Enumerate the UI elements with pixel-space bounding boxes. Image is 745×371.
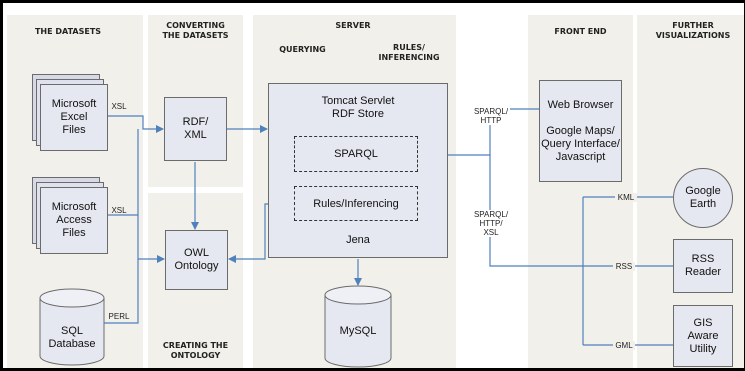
header-rules: RULES/ INFERENCING — [378, 43, 440, 62]
mysql-database-icon — [324, 285, 392, 368]
header-server: SERVER — [335, 21, 371, 30]
edge-label-kml: KML — [615, 193, 637, 202]
node-rules-inferencing: Rules/Inferencing — [294, 186, 418, 221]
node-tomcat-label: Tomcat Servlet RDF Store — [321, 95, 395, 120]
edge-access-to-owl — [137, 215, 165, 263]
node-jena-label: Jena — [346, 234, 370, 246]
edge-label-xsl-excel: XSL — [111, 102, 127, 111]
panel-front-end — [528, 15, 633, 368]
edge-visualizations-bus — [489, 155, 583, 267]
node-rss-reader: RSS Reader — [673, 239, 733, 293]
header-datasets: THE DATASETS — [34, 27, 102, 36]
edge-label-xsl-access: XSL — [111, 206, 127, 215]
node-sql-database: SQL Database — [48, 325, 96, 350]
sql-database-icon — [39, 288, 105, 366]
node-rdf-xml: RDF/ XML — [164, 97, 227, 161]
header-querying: QUERYING — [279, 45, 326, 54]
edge-label-perl: PERL — [108, 312, 130, 321]
edge-browser-to-sparql — [418, 108, 539, 159]
node-web-browser: Web Browser Google Maps/ Query Interface… — [539, 80, 622, 182]
edge-sql-to-owl — [104, 259, 139, 324]
header-creating: CREATING THE ONTOLOGY — [162, 341, 229, 360]
header-converting: CONVERTING THE DATASETS — [162, 21, 229, 40]
node-tomcat-rdf-store — [268, 83, 448, 258]
edge-excel-to-rdf — [104, 115, 164, 133]
node-sparql: SPARQL — [294, 136, 418, 172]
header-front-end: FRONT END — [554, 27, 607, 36]
edge-label-rss: RSS — [613, 262, 635, 271]
edge-label-gml: GML — [613, 341, 635, 350]
node-owl-ontology: OWL Ontology — [165, 230, 228, 290]
node-access-files: Microsoft Access Files — [40, 187, 108, 254]
node-excel-files: Microsoft Excel Files — [40, 84, 108, 151]
edge-access-to-rdf — [104, 129, 139, 216]
header-further: FURTHER VISUALIZATIONS — [655, 21, 731, 40]
node-mysql: MySQL — [339, 325, 377, 337]
edge-label-sparql-http-xsl: SPARQL/ HTTP/ XSL — [471, 210, 511, 237]
node-google-earth: Google Earth — [673, 168, 733, 228]
node-gis-utility: GIS Aware Utility — [673, 305, 733, 367]
edge-label-sparql-http: SPARQL/ HTTP — [472, 107, 510, 125]
